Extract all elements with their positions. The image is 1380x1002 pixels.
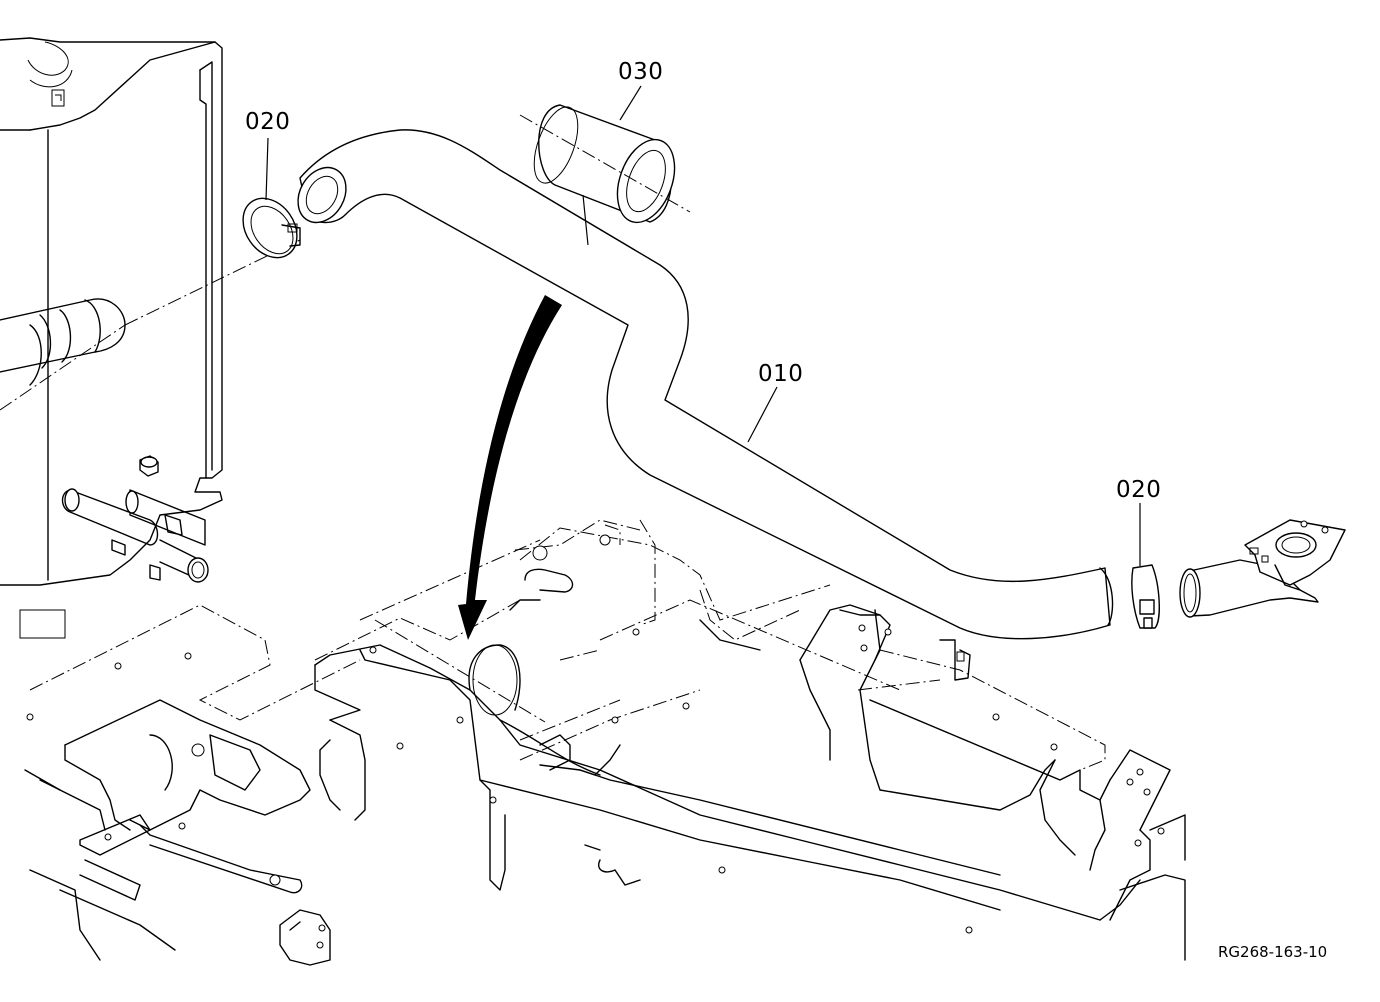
tank-housing xyxy=(0,37,223,639)
callout-010: 010 xyxy=(758,361,804,387)
clamp-020-right xyxy=(1131,564,1160,629)
outlet-fitting xyxy=(1179,519,1346,618)
callout-020-right: 020 xyxy=(1116,477,1162,503)
callout-020-left: 020 xyxy=(245,109,291,135)
hose-bracket xyxy=(857,639,971,691)
install-arrow xyxy=(458,295,562,640)
callout-030: 030 xyxy=(618,59,664,85)
chassis-frame xyxy=(24,519,1186,966)
leader-lines xyxy=(265,85,1141,566)
drain-fittings xyxy=(61,455,209,583)
hose-010 xyxy=(297,129,1114,640)
inlet-pipe xyxy=(0,239,301,411)
sleeve-030 xyxy=(519,104,691,224)
clamp-020-left xyxy=(242,197,301,259)
drawing-code: RG268-163-10 xyxy=(1218,943,1328,961)
